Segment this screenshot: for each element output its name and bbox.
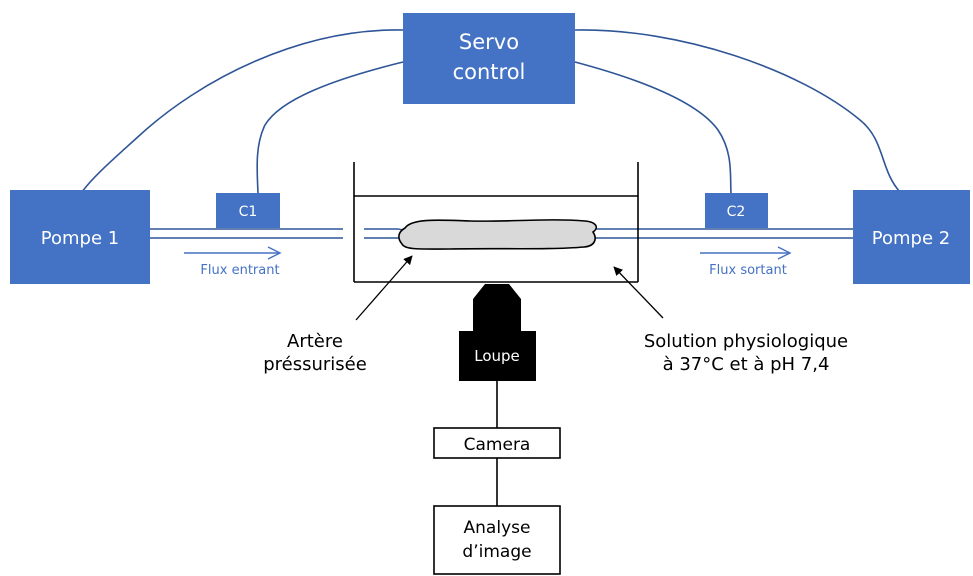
flow-out-arrow	[700, 246, 792, 260]
flow-out-label: Flux sortant	[709, 263, 787, 278]
tubing-left	[150, 228, 414, 239]
solution-label-line1: Solution physiologique	[644, 331, 848, 352]
cable-servo-c2	[574, 61, 732, 194]
pointers	[355, 255, 664, 321]
servo-label-line2: control	[453, 60, 526, 84]
sensor-c2-label: C2	[727, 204, 746, 220]
cable-servo-c1	[256, 61, 404, 194]
cable-servo-pump1	[81, 29, 404, 193]
servo-label-line1: Servo	[459, 30, 519, 54]
pump-2-label: Pompe 2	[872, 228, 950, 249]
loupe-label: Loupe	[474, 347, 520, 365]
loupe: Loupe	[459, 284, 536, 381]
organ-bath-chamber	[353, 162, 639, 283]
analysis-label-line2: d’image	[462, 542, 531, 562]
artery-label-line1: Artère	[287, 331, 343, 352]
pump-1: Pompe 1	[10, 190, 150, 284]
flow-in-label: Flux entrant	[200, 263, 279, 278]
artery-label-line2: préssurisée	[263, 354, 367, 375]
pump-1-label: Pompe 1	[41, 228, 119, 249]
artery-pointer	[355, 255, 413, 321]
camera-label: Camera	[464, 435, 531, 455]
camera-box: Camera	[433, 427, 561, 459]
sensor-c1: C1	[216, 193, 280, 228]
solution-label-line2: à 37°C et à pH 7,4	[663, 354, 830, 375]
image-analysis-box: Analyse d’image	[433, 505, 561, 575]
servo-cables	[81, 29, 901, 194]
tubing-right	[579, 228, 853, 239]
flow-in-arrow	[184, 246, 282, 260]
loupe-objective	[473, 284, 521, 331]
loupe-body	[459, 331, 536, 381]
pressurized-artery	[398, 219, 598, 250]
analysis-label-line1: Analyse	[464, 518, 531, 538]
sensor-c1-label: C1	[239, 204, 258, 220]
sensor-c2: C2	[705, 193, 768, 228]
servo-control-box: Servo control	[403, 13, 575, 104]
cable-servo-pump2	[574, 29, 901, 193]
solution-pointer	[613, 266, 664, 319]
pump-2: Pompe 2	[853, 190, 970, 284]
